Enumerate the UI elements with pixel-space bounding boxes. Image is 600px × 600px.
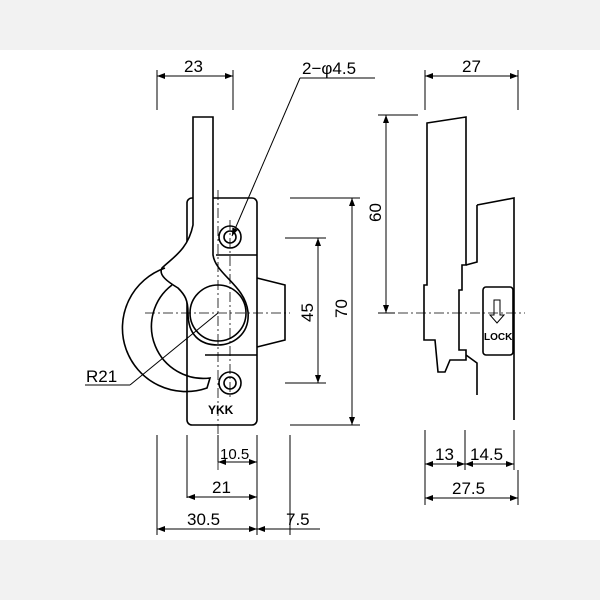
dim-23: 23	[184, 57, 203, 76]
dim-7-5: 7.5	[286, 510, 310, 529]
hole-callout: 2−φ4.5	[302, 59, 356, 78]
brand-mark: YKK	[208, 403, 234, 417]
side-dimensions: 27 60 13 14.5 27.5	[366, 57, 519, 505]
dim-60: 60	[366, 203, 385, 222]
dim-14-5: 14.5	[470, 445, 503, 464]
arrow-down-icon	[488, 299, 506, 324]
dim-13: 13	[435, 445, 454, 464]
side-lug	[256, 277, 286, 348]
lock-button	[482, 286, 514, 356]
side-view: LOCK	[380, 116, 525, 420]
lever-side	[423, 116, 467, 373]
dim-27-5: 27.5	[452, 479, 485, 498]
radius-callout: R21	[86, 367, 117, 386]
frame-side	[476, 197, 515, 420]
dim-70: 70	[332, 299, 351, 318]
dim-30-5: 30.5	[187, 510, 220, 529]
cam-arc	[121, 267, 212, 393]
dim-45: 45	[298, 303, 317, 322]
front-view: YKK	[121, 116, 290, 470]
dim-27: 27	[462, 57, 481, 76]
dim-21: 21	[212, 478, 231, 497]
front-dimensions: 23 2−φ4.5 R21 70 45 10.5 21 30.5 7.5	[85, 57, 375, 535]
lock-label: LOCK	[484, 332, 513, 343]
dim-10-5: 10.5	[220, 446, 249, 463]
